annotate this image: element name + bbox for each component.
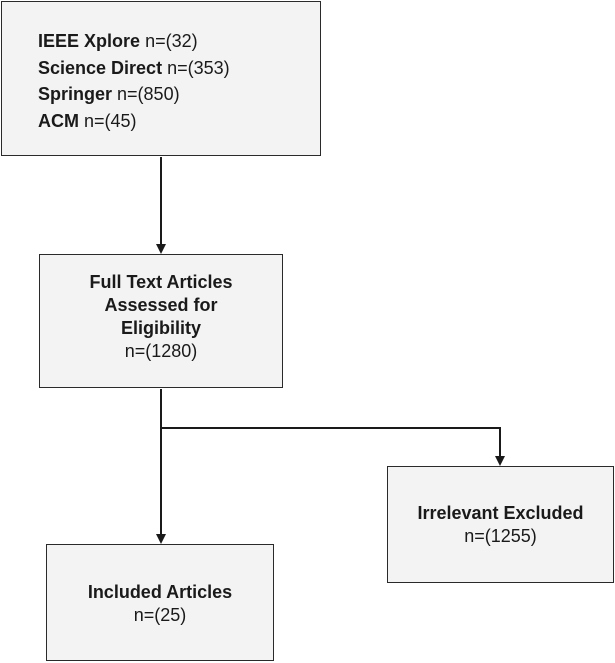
arrow-assessed-to-excluded <box>161 427 505 466</box>
source-science-direct: Science Direct n=(353) <box>38 55 320 82</box>
excluded-title: Irrelevant Excluded <box>417 503 584 523</box>
search-sources-box: IEEE Xplore n=(32) Science Direct n=(353… <box>1 1 321 156</box>
source-name: IEEE Xplore <box>38 31 141 51</box>
assessed-for-eligibility-box: Full Text Articles Assessed for Eligibil… <box>39 254 283 388</box>
included-title: Included Articles <box>87 582 233 602</box>
source-name: Science Direct <box>38 57 163 78</box>
irrelevant-excluded-box: Irrelevant Excluded n=(1255) <box>387 466 614 583</box>
included-count: n=(25) <box>133 605 187 625</box>
excluded-count: n=(1255) <box>464 526 537 546</box>
source-count: n=(850) <box>117 84 180 104</box>
assessed-title-line-3: Eligibility <box>120 318 201 338</box>
source-name: ACM <box>38 110 79 131</box>
source-count: n=(353) <box>167 57 230 78</box>
assessed-title-line-2: Assessed for <box>104 295 218 315</box>
source-springer: Springer n=(850) <box>38 81 320 108</box>
included-articles-box: Included Articles n=(25) <box>46 544 274 661</box>
assessed-count: n=(1280) <box>124 341 198 361</box>
source-acm: ACM n=(45) <box>38 108 320 135</box>
source-ieee: IEEE Xplore n=(32) <box>38 28 320 55</box>
source-count: n=(32) <box>145 31 198 51</box>
source-count: n=(45) <box>84 110 137 131</box>
source-name: Springer <box>38 84 113 104</box>
assessed-title-line-1: Full Text Articles <box>89 272 233 292</box>
